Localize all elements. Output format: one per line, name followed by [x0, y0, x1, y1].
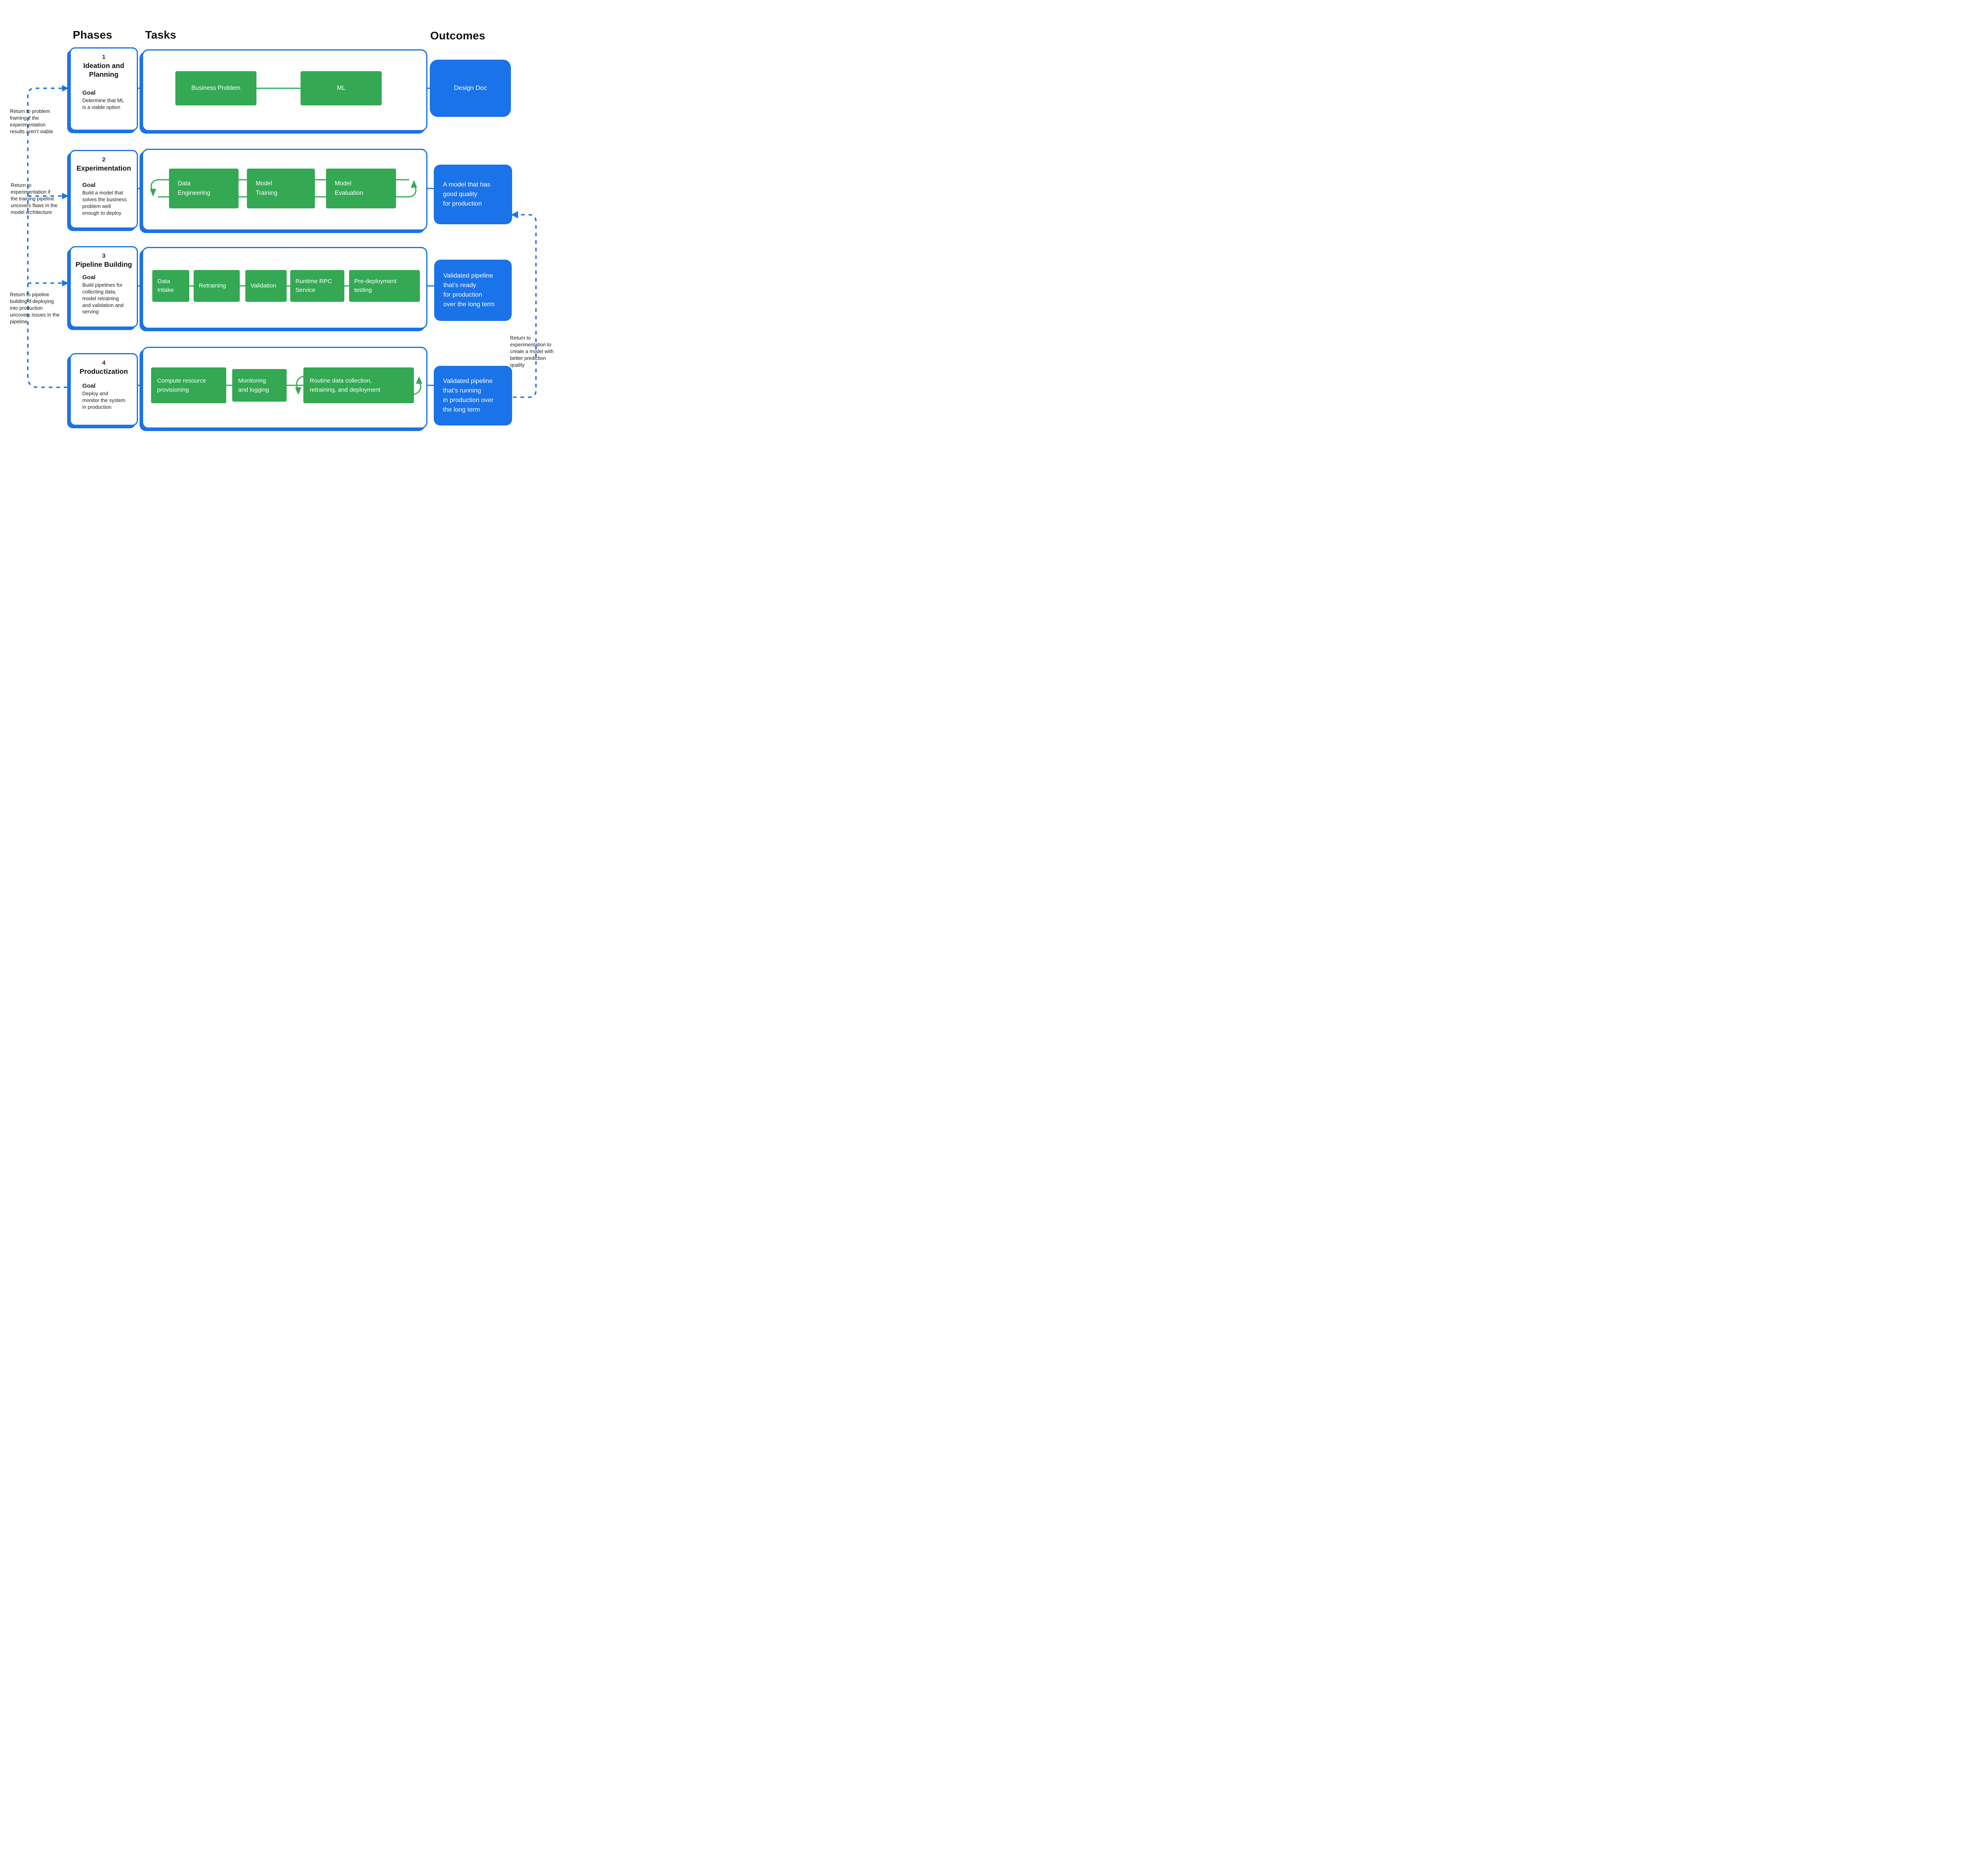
task-label: Retraining	[199, 282, 226, 289]
outcome-box-design-doc: Design Doc	[430, 60, 511, 117]
task-label: Routine data collection, retraining, and…	[310, 377, 381, 393]
loop-arrowhead-up-icon	[416, 376, 422, 384]
task-label: Runtime RPC Service	[295, 278, 332, 293]
annotation-return-to-experimentation: Return to experimentation if the trainin…	[11, 183, 58, 215]
phase-card-ideation: 1 Ideation and Planning Goal Determine t…	[70, 47, 138, 131]
green-connectors	[189, 87, 349, 386]
task-label: Compute resource provisioning	[157, 377, 206, 393]
task-label: ML	[337, 85, 346, 92]
task-box-compute-resource-provisioning: Compute resource provisioning	[151, 367, 226, 403]
goal-text: Build a model that solves the business p…	[82, 189, 127, 216]
task-box-data-intake: Data Intake	[152, 270, 189, 302]
phase-card-experimentation: 2 Experimentation Goal Build a model tha…	[70, 150, 138, 229]
task-box-monitoring-logging: Monitoring and logging	[232, 369, 287, 402]
task-label: Data Engineering	[178, 180, 210, 196]
task-box-runtime-rpc-service: Runtime RPC Service	[290, 270, 344, 302]
goal-label: Goal	[82, 89, 96, 96]
loop-arrowhead-up-icon	[411, 180, 417, 188]
task-box-predeployment-testing: Pre-deployment testing	[349, 270, 420, 302]
arrow-right-icon	[62, 85, 69, 91]
task-box-business-problem: Business Problem	[175, 71, 256, 105]
goal-label: Goal	[82, 181, 96, 188]
outcome-box-validated-pipeline-ready: Validated pipeline that’s ready for prod…	[434, 260, 512, 321]
loop-arrowhead-down-icon	[295, 387, 301, 395]
arrow-right-icon	[62, 193, 69, 199]
outcome-label: Validated pipeline that’s ready for prod…	[443, 272, 495, 308]
outcome-box-validated-pipeline-running: Validated pipeline that’s running in pro…	[434, 366, 512, 425]
task-label: Model Training	[256, 180, 278, 196]
phase-title: Experimentation	[76, 164, 131, 172]
phase-card-pipeline-building: 3 Pipeline Building Goal Build pipelines…	[70, 246, 138, 328]
phase-number: 4	[102, 359, 106, 366]
outcome-box-quality-model: A model that has good quality for produc…	[434, 165, 512, 224]
loop-arrowhead-down-icon	[150, 189, 156, 196]
task-label: Validation	[250, 282, 276, 289]
task-label: Model Evaluation	[335, 180, 363, 196]
task-label: Business Problem	[191, 85, 241, 92]
phase-number: 3	[102, 253, 106, 259]
return-path-left-dashed	[27, 87, 69, 388]
phase-title: Ideation and Planning	[83, 62, 124, 78]
outcome-label: Validated pipeline that’s running in pro…	[443, 378, 494, 413]
outcome-label: A model that has good quality for produc…	[443, 181, 491, 207]
task-label: Data Intake	[157, 278, 174, 293]
outcome-label: Design Doc	[454, 85, 487, 91]
phase-number: 1	[102, 54, 106, 60]
return-arrowheads-left	[62, 85, 69, 286]
task-label: Monitoring and logging	[238, 377, 269, 393]
column-header-phases: Phases	[73, 29, 113, 41]
phase-card-productization: 4 Productization Goal Deploy and monitor…	[70, 353, 138, 426]
task-box-validation: Validation	[245, 270, 287, 302]
blue-connectors	[137, 87, 435, 386]
task-box-retraining: Retraining	[194, 270, 240, 302]
return-path-right-dashed	[511, 211, 537, 398]
goal-label: Goal	[82, 274, 96, 281]
mlops-phases-diagram: Phases Tasks Outcomes	[0, 0, 564, 465]
column-header-outcomes: Outcomes	[430, 29, 485, 42]
phase-title: Productization	[80, 367, 128, 375]
annotation-return-to-experimentation-quality: Return to experimentation to create a mo…	[510, 335, 554, 368]
annotation-return-to-problem-framing: Return to problem framing if the experim…	[10, 109, 53, 134]
task-box-model-training: Model Training	[247, 169, 315, 208]
task-box-data-engineering: Data Engineering	[169, 169, 239, 208]
routine-deployment-loop-arrow	[295, 375, 422, 395]
phase-title: Pipeline Building	[76, 260, 132, 268]
goal-text: Deploy and monitor the system in product…	[82, 390, 126, 410]
task-box-routine-collection-retraining-deployment: Routine data collection, retraining, and…	[303, 367, 414, 403]
task-box-ml: ML	[301, 71, 382, 105]
goal-text: Determine that ML is a viable option	[82, 97, 124, 110]
goal-label: Goal	[82, 382, 96, 389]
column-header-tasks: Tasks	[145, 29, 177, 41]
phase-number: 2	[102, 156, 106, 163]
arrow-left-icon	[511, 211, 518, 218]
arrow-right-icon	[62, 280, 69, 286]
goal-text: Build pipelines for collecting data, mod…	[82, 282, 124, 315]
task-label: Pre-deployment testing	[354, 278, 396, 293]
annotation-return-to-pipeline-building: Return to pipeline building if deploying…	[10, 292, 60, 324]
task-box-model-evaluation: Model Evaluation	[326, 169, 396, 208]
